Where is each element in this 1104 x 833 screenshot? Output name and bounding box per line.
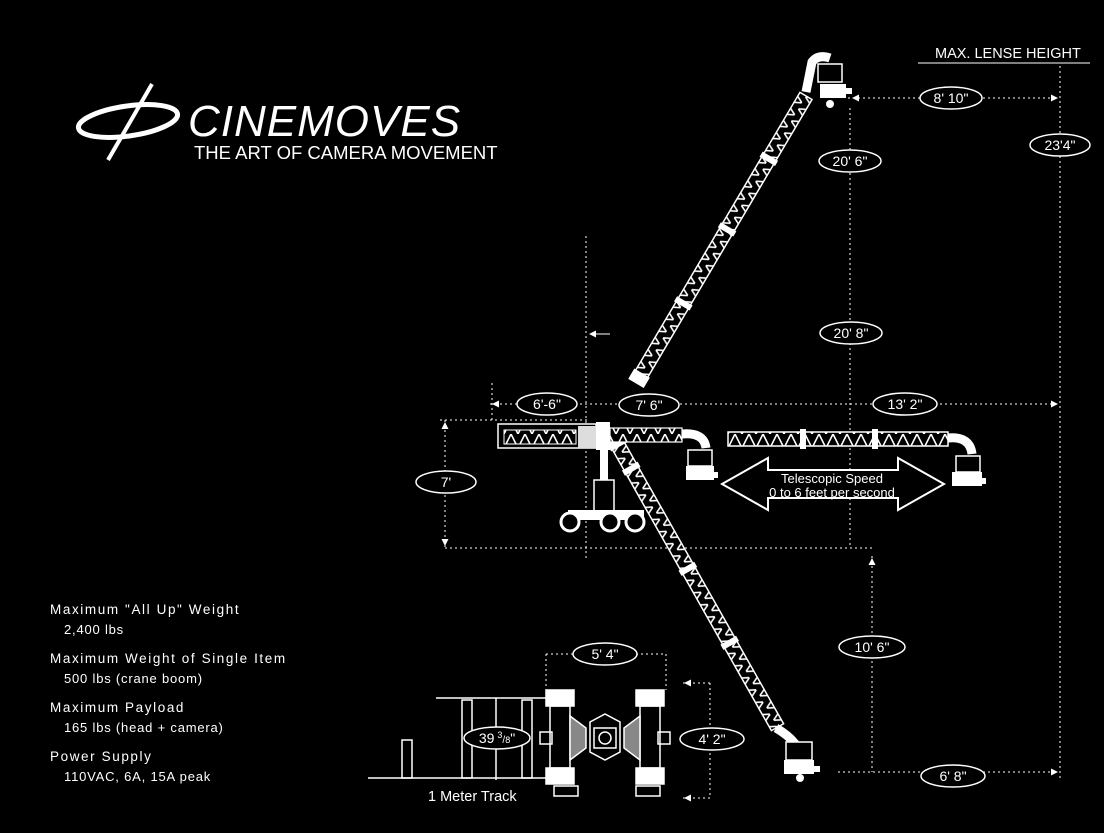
dim-top-reach: 8' 10" xyxy=(919,86,983,110)
raised-boom xyxy=(628,52,852,389)
dim-front-length: 7' 6" xyxy=(618,393,680,417)
dim-low-reach: 6' 8" xyxy=(920,764,986,788)
dim-base-width: 5' 4" xyxy=(572,642,638,666)
dim-base-width-text: 5' 4" xyxy=(591,646,618,662)
spec-max-payload: Maximum Payload 165 lbs (head + camera) xyxy=(50,698,287,738)
dim-pivot-height-text: 7' xyxy=(441,474,451,490)
max-lens-height-label: MAX. LENSE HEIGHT xyxy=(935,46,1081,62)
dim-top-reach-text: 8' 10" xyxy=(934,90,969,106)
dim-rear-length-text: 6'-6" xyxy=(533,396,561,412)
spec-value: 165 lbs (head + camera) xyxy=(64,720,224,735)
horizontal-boom xyxy=(497,422,718,533)
dim-pivot-height: 7' xyxy=(415,470,477,494)
logo: CINEMOVES THE ART OF CAMERA MOVEMENT xyxy=(75,82,498,163)
spec-label: Maximum "All Up" Weight xyxy=(50,602,241,617)
base-plan-view xyxy=(368,689,671,797)
dim-base-depth: 4' 2" xyxy=(679,727,745,751)
track-label: 1 Meter Track xyxy=(428,789,517,805)
dim-total-height-text: 23'4" xyxy=(1044,137,1075,153)
spec-label: Maximum Weight of Single Item xyxy=(50,651,287,666)
dim-telescope-length: 13' 2" xyxy=(872,392,938,416)
swoosh-icon xyxy=(75,82,181,162)
dim-mid-vertical-text: 20' 8" xyxy=(834,325,869,341)
spec-power-supply: Power Supply 110VAC, 6A, 15A peak xyxy=(50,747,287,787)
dim-rear-length: 6'-6" xyxy=(516,392,578,416)
dim-total-height: 23'4" xyxy=(1029,133,1091,157)
dimension-arrows xyxy=(441,94,1058,802)
specs-list: Maximum "All Up" Weight 2,400 lbs Maximu… xyxy=(50,600,287,796)
dim-track-gauge-den: 8 xyxy=(505,735,510,745)
telescopic-speed-title: Telescopic Speed xyxy=(781,471,883,486)
dim-upper-vertical-text: 20' 6" xyxy=(833,153,868,169)
spec-all-up-weight: Maximum "All Up" Weight 2,400 lbs xyxy=(50,600,287,640)
logo-wordmark: CINEMOVES xyxy=(188,97,461,146)
logo-tagline: THE ART OF CAMERA MOVEMENT xyxy=(194,142,498,163)
dim-low-vertical: 10' 6" xyxy=(838,635,906,659)
dim-front-length-text: 7' 6" xyxy=(635,397,662,413)
spec-value: 110VAC, 6A, 15A peak xyxy=(64,769,212,784)
spec-value: 500 lbs (crane boom) xyxy=(64,671,203,686)
dim-telescope-length-text: 13' 2" xyxy=(888,396,923,412)
dim-low-vertical-text: 10' 6" xyxy=(855,639,890,655)
dim-upper-vertical: 20' 6" xyxy=(818,149,882,173)
telescopic-speed-range: 0 to 6 feet per second xyxy=(769,485,895,500)
dim-track-gauge-close: " xyxy=(510,730,515,746)
spec-value: 2,400 lbs xyxy=(64,622,124,637)
spec-single-item-weight: Maximum Weight of Single Item 500 lbs (c… xyxy=(50,649,287,689)
dim-low-reach-text: 6' 8" xyxy=(939,768,966,784)
dim-track-gauge-whole: 39 xyxy=(479,730,495,746)
dim-track-gauge-num: 3 xyxy=(497,730,502,740)
spec-label: Power Supply xyxy=(50,749,153,764)
dim-mid-vertical: 20' 8" xyxy=(819,321,883,345)
dim-base-depth-text: 4' 2" xyxy=(698,731,725,747)
telescopic-speed-arrow: Telescopic Speed 0 to 6 feet per second xyxy=(719,456,947,512)
spec-label: Maximum Payload xyxy=(50,700,186,715)
telescoped-boom xyxy=(727,429,986,486)
